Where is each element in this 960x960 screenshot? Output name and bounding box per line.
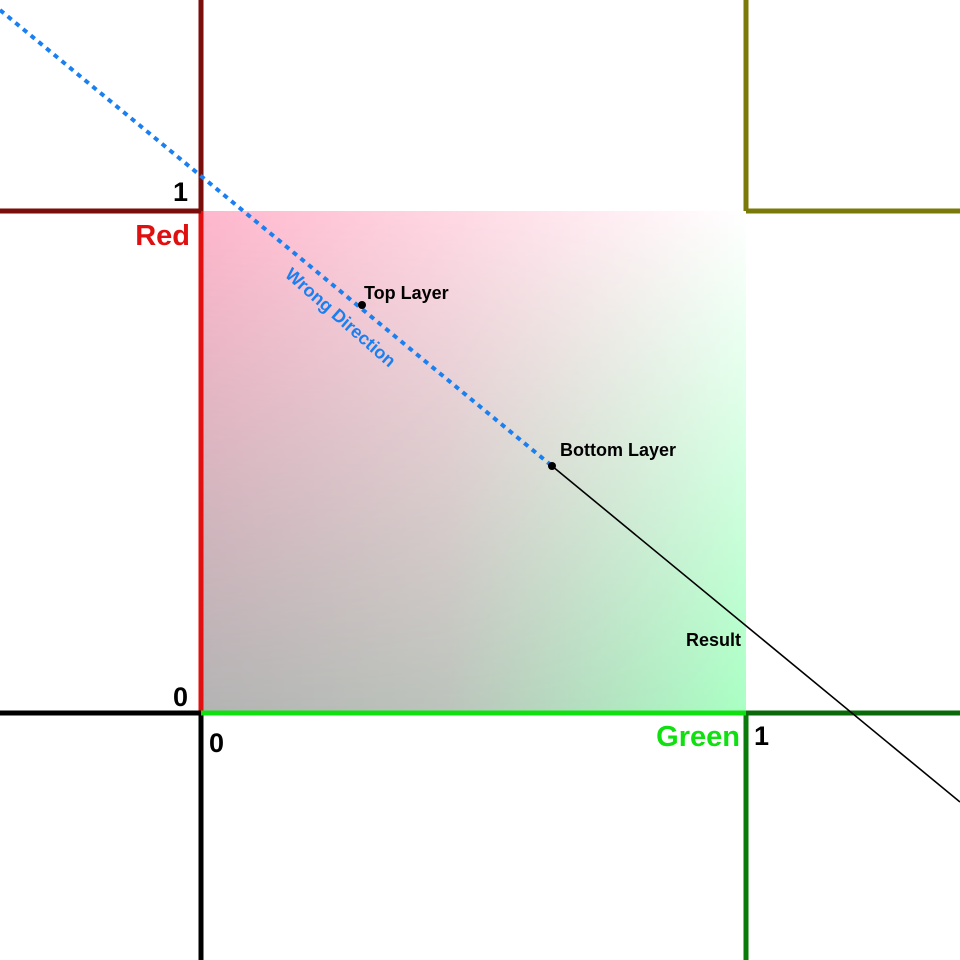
- bottom-layer-label: Bottom Layer: [560, 440, 676, 460]
- green-tick-one: 1: [754, 721, 769, 751]
- red-tick-zero: 0: [173, 682, 188, 712]
- color-gradient-square: [201, 211, 746, 713]
- red-tick-one: 1: [173, 177, 188, 207]
- red-axis-label: Red: [135, 220, 190, 252]
- result-label: Result: [686, 630, 741, 650]
- top-layer-label: Top Layer: [364, 283, 449, 303]
- top-layer-point: [358, 301, 366, 309]
- green-tick-zero: 0: [209, 728, 224, 758]
- bottom-layer-point: [548, 462, 556, 470]
- result-line: [551, 465, 960, 803]
- green-axis-label: Green: [656, 721, 740, 753]
